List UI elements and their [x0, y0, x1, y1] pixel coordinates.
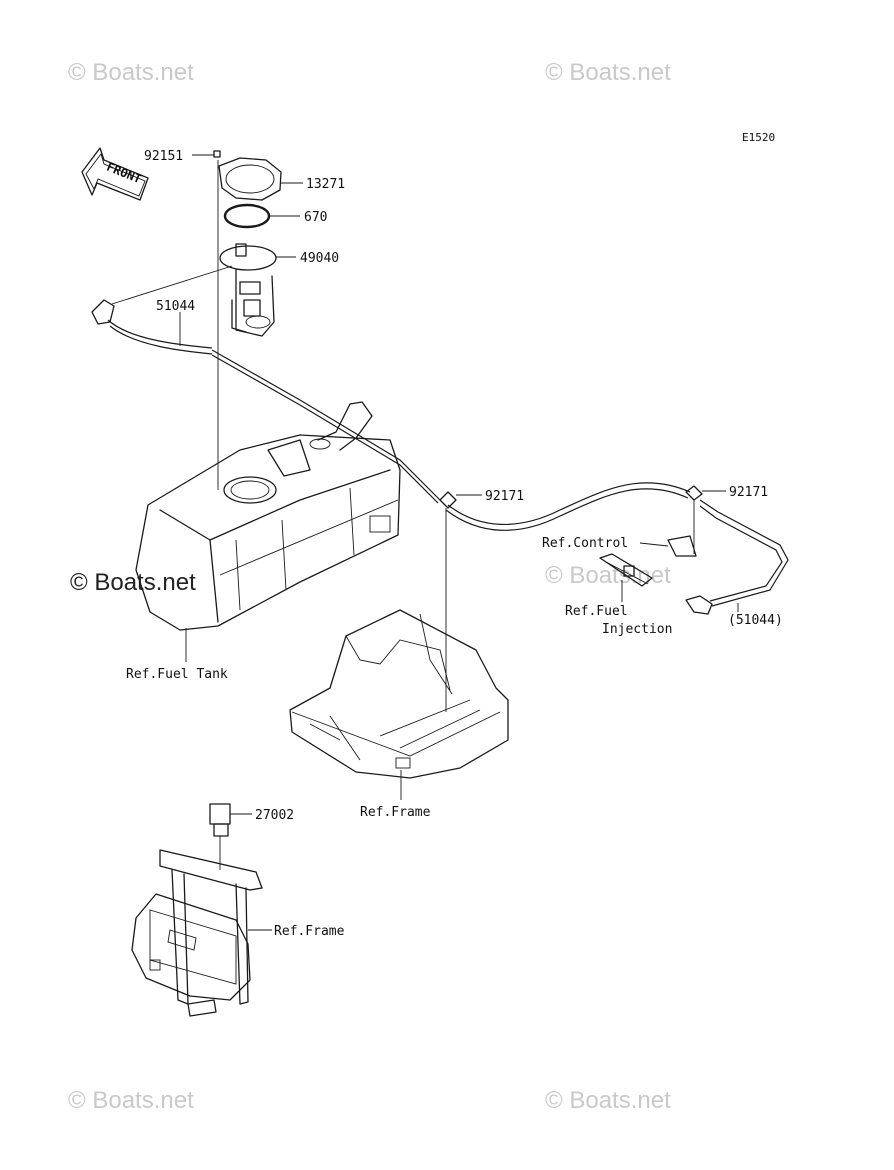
diagram-code: E1520	[742, 131, 775, 144]
watermark-top-right: © Boats.net	[545, 59, 671, 86]
o-ring-670-icon	[223, 203, 271, 229]
part-label-13271: 13271	[306, 177, 345, 192]
clamp-92171-left-icon	[439, 491, 457, 509]
part-label-92171-left: 92171	[485, 489, 524, 504]
fuel-injection-rail-icon	[599, 553, 653, 587]
watermark-middle-left: © Boats.net	[70, 569, 196, 596]
watermark-middle-right: © Boats.net	[545, 562, 671, 589]
part-label-670: 670	[304, 210, 327, 225]
sensor-27002-icon	[209, 803, 231, 837]
watermark-bottom-left: © Boats.net	[68, 1087, 194, 1114]
ref-label-fuel-injection-line2: Injection	[602, 622, 672, 637]
ref-label-frame-center: Ref.Frame	[360, 805, 431, 820]
ref-label-control: Ref.Control	[542, 536, 628, 551]
part-label-49040: 49040	[300, 251, 339, 266]
part-label-27002: 27002	[255, 808, 294, 823]
fuel-hose-51044-ref-icon	[667, 499, 789, 615]
clamp-92171-right-icon	[685, 485, 703, 501]
front-arrow-icon: FRONT	[81, 147, 149, 201]
ref-label-fuel-tank: Ref.Fuel Tank	[126, 667, 228, 682]
watermark-bottom-right: © Boats.net	[545, 1087, 671, 1114]
watermark-top-left: © Boats.net	[68, 59, 194, 86]
fuel-pump-49040-icon	[219, 243, 277, 337]
frame-lower-icon	[131, 849, 263, 1017]
fuel-tank-icon	[135, 401, 401, 631]
ref-label-frame-lower: Ref.Frame	[274, 924, 345, 939]
part-label-51044-ref: (51044)	[728, 613, 783, 628]
plate-13271-icon	[218, 157, 282, 201]
ref-label-fuel-injection-line1: Ref.Fuel	[565, 604, 628, 619]
part-label-92151: 92151	[144, 149, 183, 164]
fuel-hose-51044-icon	[91, 265, 441, 504]
part-label-51044: 51044	[156, 299, 195, 314]
screw-92151-icon	[213, 150, 221, 158]
part-label-92171-right: 92171	[729, 485, 768, 500]
frame-center-icon	[289, 609, 509, 779]
front-arrow-label: FRONT	[105, 160, 144, 187]
